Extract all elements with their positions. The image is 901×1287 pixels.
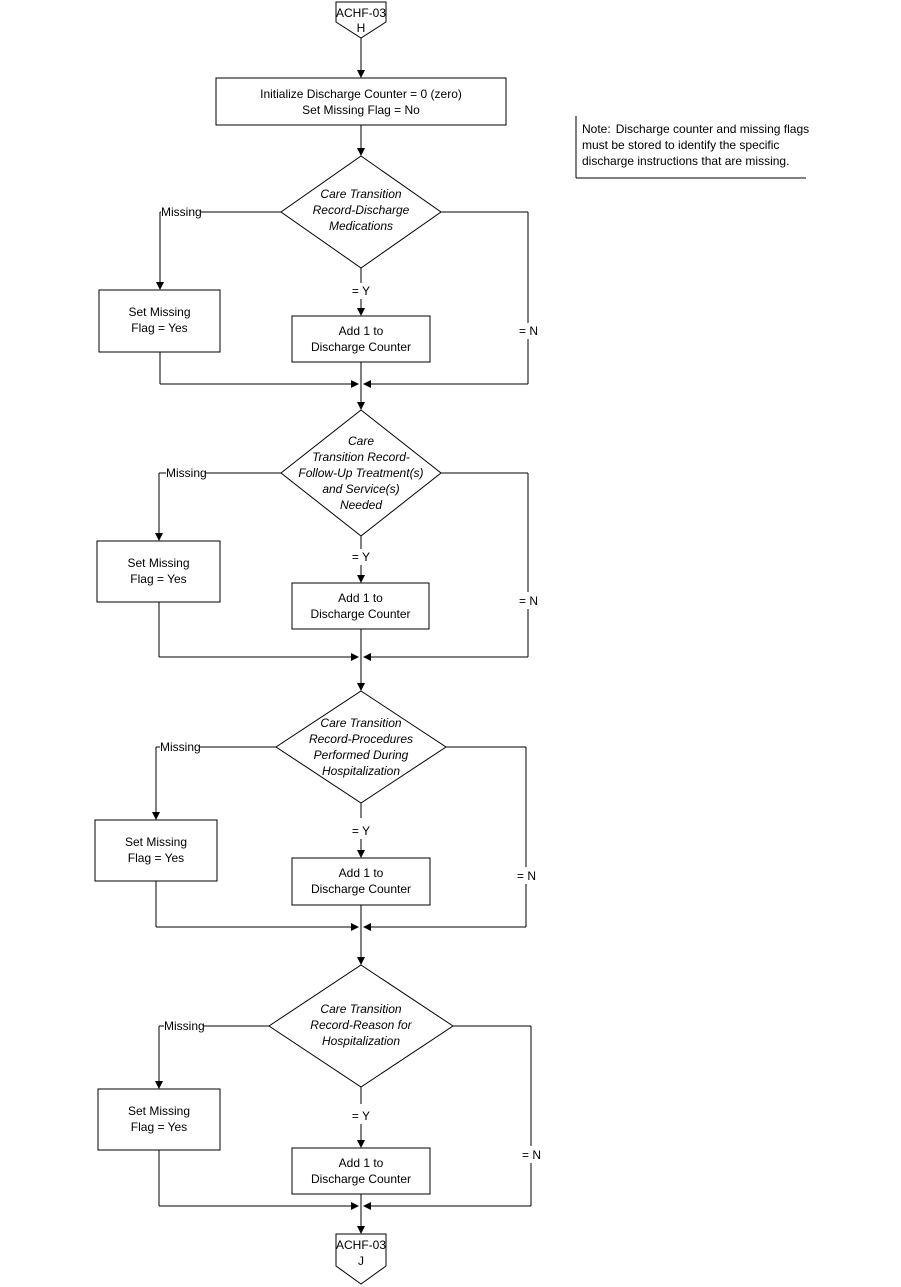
decision-line: Care Transition xyxy=(320,716,401,730)
add-counter-box: Add 1 to Discharge Counter xyxy=(291,1147,431,1195)
decision-line: Record-Procedures xyxy=(309,732,413,746)
missing-label: Missing xyxy=(164,1019,205,1033)
add-counter-line: Add 1 to xyxy=(338,591,383,605)
svg-text:Note:Discharge counter and mis: Note: Discharge counter and missing flags xyxy=(582,122,809,136)
no-label: = N xyxy=(519,594,538,608)
decision-line: Hospitalization xyxy=(322,1034,400,1048)
set-missing-line: Flag = Yes xyxy=(128,851,184,865)
note-line-2: must be stored to identify the specific xyxy=(582,138,779,152)
decision-follow-up-treatment: Care Transition Record- Follow-Up Treatm… xyxy=(280,409,442,537)
missing-label: Missing xyxy=(160,740,201,754)
set-missing-box: Set Missing Flag = Yes xyxy=(94,819,218,882)
set-missing-line: Flag = Yes xyxy=(131,1120,187,1134)
decision-discharge-medications: Care Transition Record-Discharge Medicat… xyxy=(280,155,442,269)
start-connector-letter: H xyxy=(357,21,366,35)
yes-label: = Y xyxy=(352,284,370,298)
start-connector-code: ACHF-03 xyxy=(336,6,386,20)
note-label: Note: xyxy=(582,122,611,136)
add-counter-box: Add 1 to Discharge Counter xyxy=(291,857,431,906)
decision-line: Care Transition xyxy=(320,187,401,201)
set-missing-line: Set Missing xyxy=(127,556,189,570)
decision-line: Performed During xyxy=(314,748,409,762)
add-counter-line: Discharge Counter xyxy=(311,882,411,896)
set-missing-line: Flag = Yes xyxy=(130,572,186,586)
set-missing-line: Flag = Yes xyxy=(131,321,187,335)
set-missing-flag-text: Set Missing Flag = No xyxy=(302,103,420,117)
missing-label: Missing xyxy=(161,205,202,219)
decision-line: Hospitalization xyxy=(322,764,400,778)
note-box: Note: Discharge counter and missing flags… xyxy=(575,116,809,179)
initialize-counter-text: Initialize Discharge Counter = 0 (zero) xyxy=(260,87,462,101)
note-line-3: discharge instructions that are missing. xyxy=(582,154,789,168)
no-label: = N xyxy=(519,324,538,338)
decision-line: Care Transition xyxy=(320,1002,401,1016)
missing-label: Missing xyxy=(166,466,207,480)
set-missing-line: Set Missing xyxy=(128,1104,190,1118)
decision-line: and Service(s) xyxy=(322,482,399,496)
end-connector-code: ACHF-03 xyxy=(336,1238,386,1252)
add-counter-line: Discharge Counter xyxy=(311,1172,411,1186)
add-counter-box: Add 1 to Discharge Counter xyxy=(291,582,430,630)
decision-procedures-performed: Care Transition Record-Procedures Perfor… xyxy=(275,690,447,804)
set-missing-box: Set Missing Flag = Yes xyxy=(97,1088,221,1151)
arrowhead xyxy=(357,70,365,78)
add-counter-line: Add 1 to xyxy=(339,1156,384,1170)
set-missing-box: Set Missing Flag = Yes xyxy=(98,289,221,353)
decision-line: Care xyxy=(348,434,374,448)
note-line-1: Discharge counter and missing flags xyxy=(616,122,809,136)
add-counter-box: Add 1 to Discharge Counter xyxy=(291,315,431,363)
set-missing-line: Set Missing xyxy=(125,835,187,849)
no-label: = N xyxy=(522,1148,541,1162)
end-connector: ACHF-03 J xyxy=(335,1233,387,1285)
start-connector: ACHF-03 H xyxy=(335,1,387,39)
decision-reason-for-hospitalization: Care Transition Record-Reason for Hospit… xyxy=(268,964,454,1088)
add-counter-line: Discharge Counter xyxy=(310,607,410,621)
yes-label: = Y xyxy=(352,1109,370,1123)
add-counter-line: Add 1 to xyxy=(339,324,384,338)
initialize-box: Initialize Discharge Counter = 0 (zero) … xyxy=(215,77,507,126)
set-missing-line: Set Missing xyxy=(128,305,190,319)
decision-line: Follow-Up Treatment(s) xyxy=(298,466,423,480)
yes-label: = Y xyxy=(352,824,370,838)
end-connector-letter: J xyxy=(358,1254,364,1268)
no-label: = N xyxy=(517,869,536,883)
decision-line: Needed xyxy=(340,498,382,512)
decision-line: Record-Reason for xyxy=(310,1018,412,1032)
decision-line: Transition Record- xyxy=(312,450,410,464)
yes-label: = Y xyxy=(352,550,370,564)
add-counter-line: Discharge Counter xyxy=(311,340,411,354)
decision-line: Record-Discharge xyxy=(313,203,410,217)
set-missing-box: Set Missing Flag = Yes xyxy=(96,540,221,603)
decision-line: Medications xyxy=(329,219,393,233)
add-counter-line: Add 1 to xyxy=(339,866,384,880)
